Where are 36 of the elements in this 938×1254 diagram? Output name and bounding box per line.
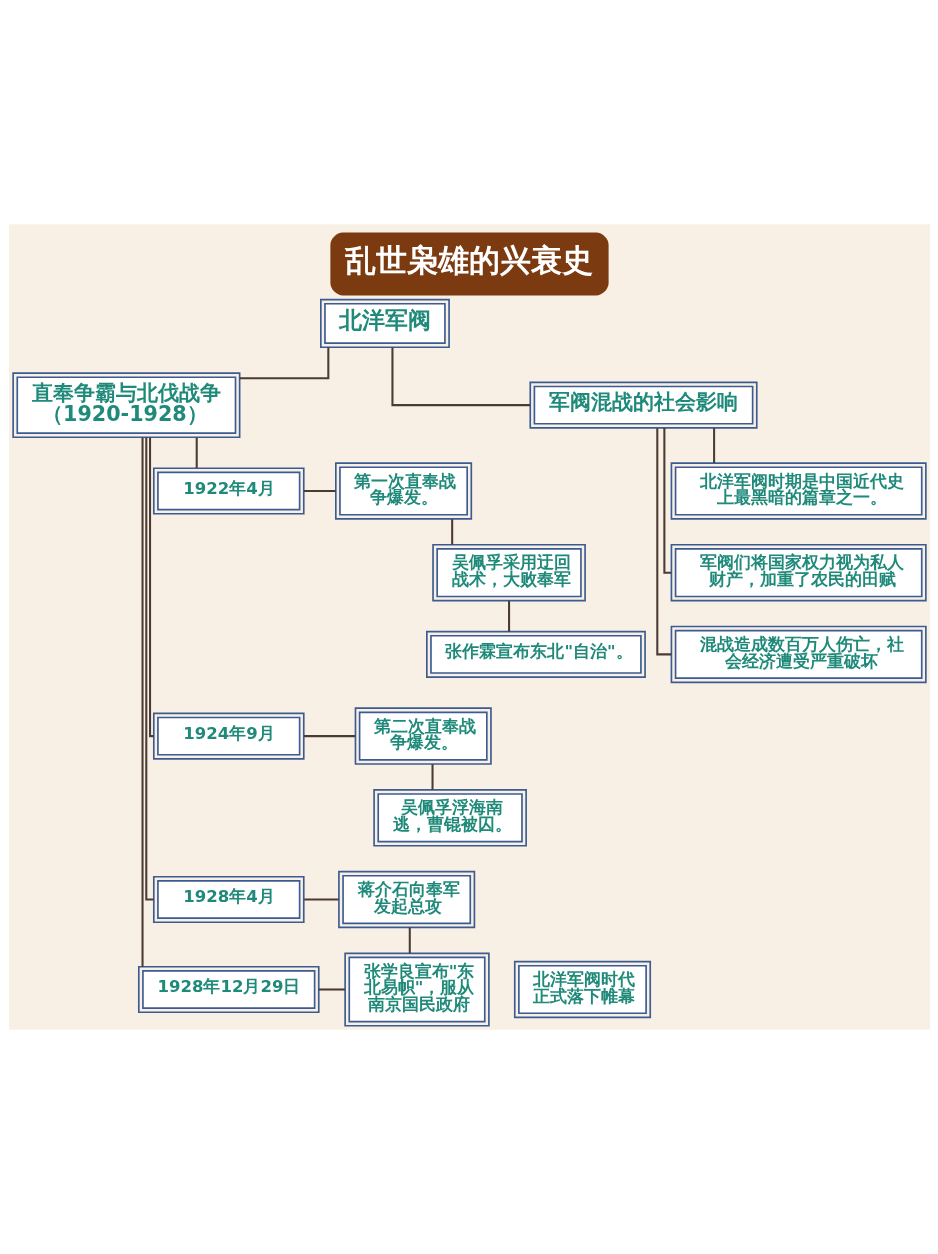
connector [303, 735, 355, 738]
connector [303, 898, 339, 901]
connector [655, 428, 671, 656]
connector [303, 489, 336, 493]
node-box: 吴佩孚采用迂回战术，大败奉军 [431, 543, 586, 602]
connector [390, 347, 530, 407]
connector [144, 437, 154, 901]
node-box: 北洋军阀 [319, 298, 450, 349]
node-box: 军阀们将国家权力视为私人财产，加重了农民的田赋 [670, 543, 927, 602]
connector [148, 437, 153, 738]
node-box: 第一次直奉战争爆发。 [334, 462, 472, 520]
node-box: 混战造成数百万人伤亡，社会经济遭受严重破坏 [670, 625, 927, 684]
connector [141, 437, 144, 967]
node-box: 北洋军阀时期是中国近代史上最黑暗的篇章之一。 [670, 462, 927, 520]
connector [431, 764, 434, 790]
connector [408, 927, 411, 954]
node-box: 1928年4月 [152, 875, 305, 924]
connector [450, 519, 453, 545]
node-box: 第二次直奉战争爆发。 [354, 707, 492, 765]
connector [195, 437, 198, 469]
connector [318, 988, 345, 991]
node-box: 张学良宣布"东北易帜"，服从南京国民政府 [343, 952, 490, 1027]
connector [507, 600, 510, 632]
connector [662, 428, 671, 574]
connector [239, 347, 329, 380]
node-box: 1928年12月29日 [137, 965, 320, 1014]
node-box: 吴佩孚浮海南逃，曹锟被囚。 [372, 789, 527, 847]
node-box: 1922年4月 [152, 467, 305, 515]
node-box: 直奉争霸与北伐战争（1920-1928） [11, 372, 240, 439]
connector [712, 428, 715, 464]
node-box: 1924年9月 [152, 712, 305, 760]
node-box: 蒋介石向奉军发起总攻 [337, 870, 475, 929]
node-box: 北洋军阀时代正式落下帷幕 [513, 960, 651, 1019]
node-box: 张作霖宣布东北"自治"。 [425, 630, 646, 678]
node-box: 军阀混战的社会影响 [528, 381, 758, 429]
diagram-title: 乱世枭雄的兴衰史 [344, 242, 593, 279]
